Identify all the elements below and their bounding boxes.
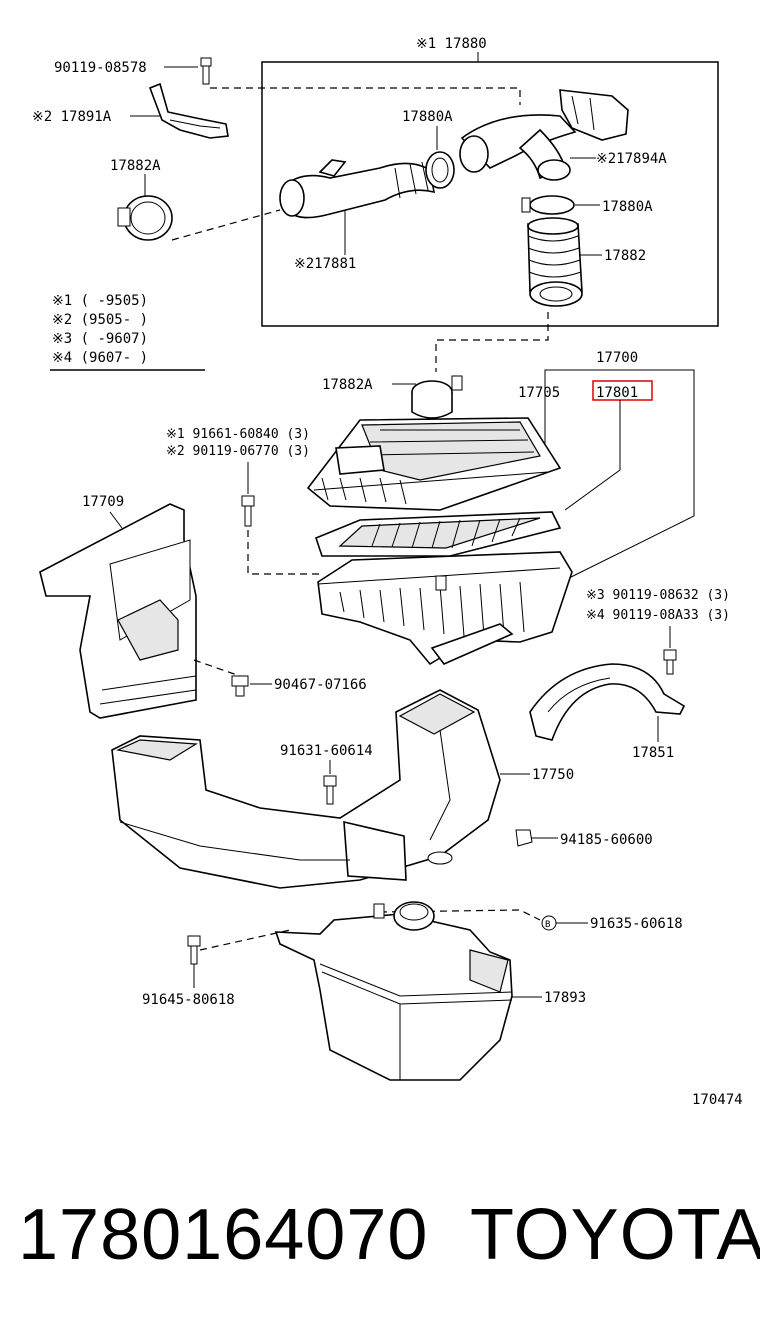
label-90119-08632: ※3 90119-08632 (3): [586, 588, 730, 603]
bolt-air-cleaner: [241, 495, 255, 527]
legend-line-1: ※1 ( -9505): [52, 293, 148, 309]
label-217894A: ※217894A: [596, 151, 667, 167]
clip-91635-60618: B: [541, 915, 557, 931]
label-17891A: ※2 17891A: [32, 109, 112, 125]
label-17801: 17801: [596, 385, 638, 401]
clamp-17880A-top: [425, 151, 455, 189]
air-cleaner-case: [317, 551, 573, 666]
clamp-17882A-top: [117, 195, 173, 241]
legend-line-3: ※3 ( -9607): [52, 331, 148, 347]
bolt-91645-80618: [187, 935, 201, 965]
parts-diagram: ※1 17880 90119-08578 ※2 17891A 17882A ※2…: [32, 36, 743, 1108]
bracket-17851: [529, 663, 686, 741]
label-17709: 17709: [82, 494, 124, 510]
brand-name: TOYOTA: [470, 1195, 760, 1275]
bolt-90119-08632: [663, 649, 677, 675]
diagram-ref-170474: 170474: [692, 1092, 743, 1108]
part-number: 1780164070: [18, 1195, 429, 1275]
intake-duct-17709: [39, 503, 197, 719]
label-91631-60614: 91631-60614: [280, 743, 373, 759]
clip-90467-07166: [231, 675, 249, 697]
label-90119-06770: ※2 90119-06770 (3): [166, 444, 310, 459]
label-17882A-mid: 17882A: [322, 377, 373, 393]
filter-element-17801: [315, 511, 562, 557]
svg-text:B: B: [545, 920, 550, 930]
bolt-90119-08578: [200, 57, 212, 85]
elbow-hose-17894A: [459, 89, 629, 181]
bolt-91631-60614: [323, 775, 337, 805]
label-90467-07166: 90467-07166: [274, 677, 367, 693]
label-17750: 17750: [532, 767, 574, 783]
label-91635-60618: 91635-60618: [590, 916, 683, 932]
legend-line-4: ※4 (9607- ): [52, 350, 148, 366]
resonator-17893: [274, 901, 513, 1081]
footer: 1780164070 TOYOTA: [0, 1180, 760, 1290]
label-17882: 17882: [604, 248, 646, 264]
legend: ※1 ( -9505) ※2 (9505- ) ※3 ( -9607) ※4 (…: [50, 293, 205, 371]
bellows-hose-17882: [527, 217, 583, 307]
label-17880A-right: 17880A: [602, 199, 653, 215]
inlet-duct-17750: [111, 689, 501, 889]
clip-94185-60600: [515, 829, 533, 847]
hose-17881: [279, 159, 436, 219]
bracket-17891A: [148, 82, 229, 139]
air-cleaner-cap-17705: [306, 375, 562, 511]
label-217881: ※217881: [294, 256, 356, 272]
label-91645-80618: 91645-80618: [142, 992, 235, 1008]
label-17705: 17705: [518, 385, 560, 401]
label-17893: 17893: [544, 990, 586, 1006]
label-91661-60840: ※1 91661-60840 (3): [166, 427, 310, 442]
label-17700: 17700: [596, 350, 638, 366]
label-17882A-top: 17882A: [110, 158, 161, 174]
label-17851: 17851: [632, 745, 674, 761]
intake-hose-group-frame: [261, 61, 719, 327]
label-94185-60600: 94185-60600: [560, 832, 653, 848]
label-17880A-top: 17880A: [402, 109, 453, 125]
label-17880: ※1 17880: [416, 36, 487, 52]
legend-line-2: ※2 (9505- ): [52, 312, 148, 328]
highlight-box-17801: [592, 380, 653, 401]
clamp-17880A-right: [521, 195, 575, 215]
label-90119-08A33: ※4 90119-08A33 (3): [586, 608, 730, 623]
label-90119-08578: 90119-08578: [54, 60, 147, 76]
